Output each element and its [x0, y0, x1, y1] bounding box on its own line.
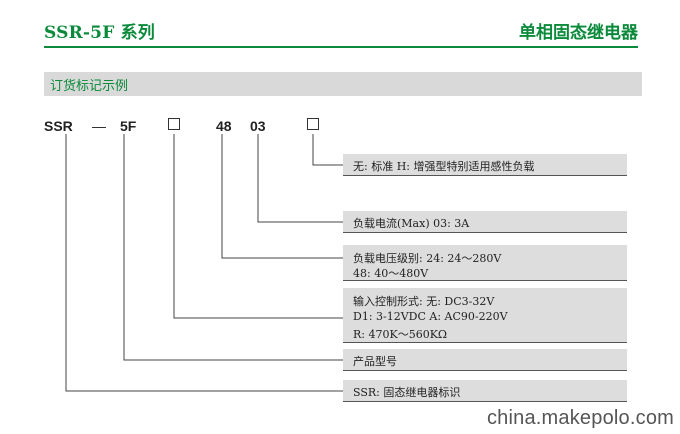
connector-current [257, 134, 343, 223]
label-model-text: 产品型号 [353, 355, 397, 368]
label-ssr: SSR: 固态继电器标识 [343, 380, 627, 402]
label-input-line2: D1: 3-12VDC A: AC90-220V [353, 310, 508, 323]
code-03: 03 [250, 118, 266, 134]
code-input-box [168, 118, 180, 130]
label-voltage-line2: 48: 40～480V [353, 267, 429, 280]
watermark: china.makepolo.com [486, 407, 674, 429]
code-dash: — [92, 118, 106, 134]
label-voltage: 负载电压级别: 24: 24～280V 48: 40～480V [343, 245, 627, 281]
label-model: 产品型号 [343, 349, 627, 371]
code-option-box [307, 118, 319, 130]
label-option: 无: 标准 H: 增强型特别适用感性负载 [343, 154, 627, 176]
label-current: 负载电流(Max) 03: 3A [343, 211, 627, 233]
title-rule [44, 46, 638, 48]
connector-ssr [65, 134, 343, 392]
label-current-text: 负载电流(Max) 03: 3A [353, 217, 470, 230]
series-title: SSR-5F 系列 [44, 23, 155, 43]
label-input: 输入控制形式: 无: DC3-32V D1: 3-12VDC A: AC90-2… [343, 288, 627, 343]
code-48: 48 [216, 118, 232, 134]
connector-voltage [221, 134, 343, 259]
label-input-line1: 输入控制形式: 无: DC3-32V [353, 295, 495, 308]
connector-model [123, 134, 343, 361]
section-title: 订货标记示例 [50, 79, 129, 94]
product-title: 单相固态继电器 [519, 23, 638, 43]
connector-input [173, 134, 343, 319]
connector-option [312, 134, 343, 166]
code-ssr: SSR [44, 118, 73, 134]
label-ssr-text: SSR: 固态继电器标识 [353, 386, 461, 399]
label-voltage-line1: 负载电压级别: 24: 24～280V [353, 252, 502, 265]
label-input-line3: R: 470K～560KΩ [353, 328, 448, 341]
section-header-bar: 订货标记示例 [44, 72, 642, 96]
code-5f: 5F [120, 118, 137, 134]
label-option-text: 无: 标准 H: 增强型特别适用感性负载 [353, 160, 535, 173]
